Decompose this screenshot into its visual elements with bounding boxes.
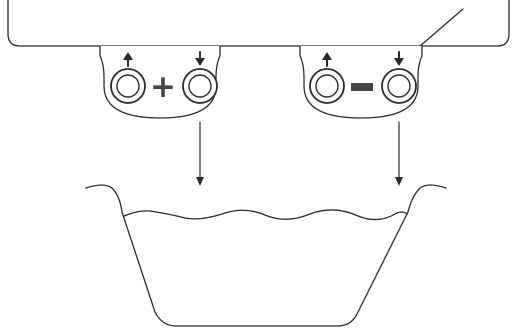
plus-sign-icon: + bbox=[150, 69, 176, 105]
right-flow-arrow bbox=[395, 122, 403, 186]
positive-right-electrode bbox=[183, 69, 217, 103]
minus-sign-icon bbox=[351, 83, 373, 91]
device-housing bbox=[8, 0, 509, 46]
negative-left-electrode bbox=[310, 69, 344, 103]
positive-left-electrode bbox=[111, 69, 145, 103]
positive-terminal-group: + bbox=[100, 46, 220, 118]
left-flow-arrow bbox=[196, 122, 204, 186]
basin bbox=[86, 185, 446, 326]
negative-terminal-group: − bbox=[300, 46, 422, 118]
negative-right-electrode bbox=[382, 69, 416, 103]
